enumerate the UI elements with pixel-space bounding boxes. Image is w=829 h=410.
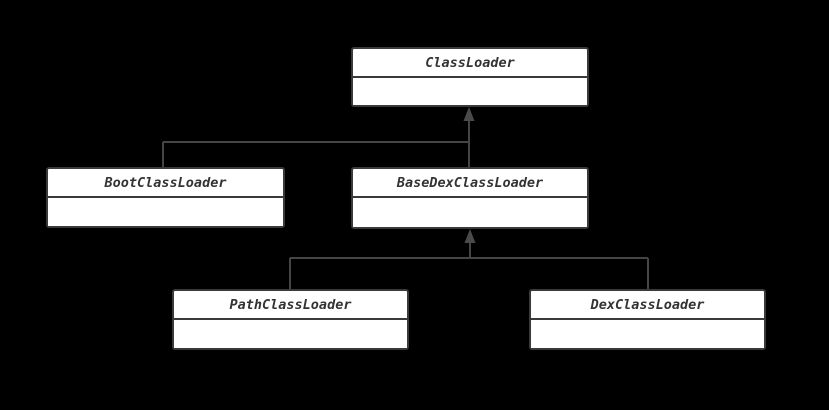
class-name-label: BaseDexClassLoader [353, 169, 587, 198]
class-node-bootclassloader: BootClassLoader [46, 167, 285, 228]
class-node-pathclassloader: PathClassLoader [172, 289, 409, 350]
class-members-compartment [174, 320, 407, 348]
edge-to-basedexclassloader [289, 242, 649, 289]
class-node-classloader: ClassLoader [351, 47, 589, 107]
class-members-compartment [531, 320, 764, 348]
class-node-dexclassloader: DexClassLoader [529, 289, 766, 350]
class-name-label: BootClassLoader [48, 169, 283, 198]
class-name-label: ClassLoader [353, 49, 587, 78]
inheritance-arrowhead-icon [463, 107, 475, 121]
inheritance-arrowhead-icon [464, 229, 476, 243]
class-name-label: PathClassLoader [174, 291, 407, 320]
class-members-compartment [48, 198, 283, 226]
class-members-compartment [353, 198, 587, 227]
class-members-compartment [353, 78, 587, 105]
class-node-basedexclassloader: BaseDexClassLoader [351, 167, 589, 229]
edge-to-classloader [162, 120, 470, 167]
class-name-label: DexClassLoader [531, 291, 764, 320]
